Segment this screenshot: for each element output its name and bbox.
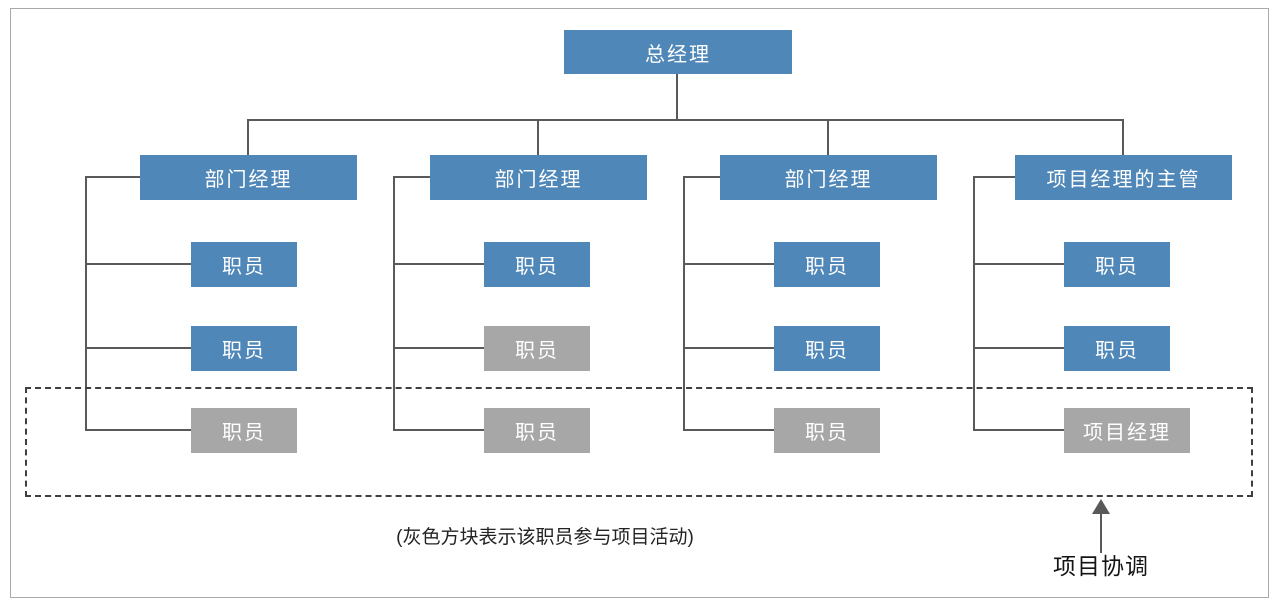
connector-staff-stub <box>683 347 774 349</box>
connector-staff-stub <box>683 429 774 431</box>
node-dept-manager-2: 部门经理 <box>430 155 647 200</box>
connector-staff-stub <box>973 263 1064 265</box>
node-staff-project: 职员 <box>191 408 297 453</box>
connector-drop-col4 <box>1122 119 1124 157</box>
connector-mgr-stub-col3 <box>683 176 720 178</box>
connector-staff-stub <box>973 429 1064 431</box>
connector-staff-stub <box>393 347 484 349</box>
up-arrow-shaft <box>1100 512 1102 553</box>
connector-trunk-col3 <box>683 176 685 431</box>
node-staff: 职员 <box>774 326 880 371</box>
node-staff: 职员 <box>484 242 590 287</box>
legend-caption: (灰色方块表示该职员参与项目活动) <box>396 527 694 548</box>
node-dept-manager-1: 部门经理 <box>140 155 357 200</box>
connector-staff-stub <box>393 429 484 431</box>
connector-staff-stub <box>85 263 191 265</box>
node-staff: 职员 <box>1064 242 1170 287</box>
connector-drop-col3 <box>827 119 829 157</box>
node-project-manager: 项目经理 <box>1064 408 1190 453</box>
node-staff-project: 职员 <box>484 326 590 371</box>
connector-staff-stub <box>683 263 774 265</box>
connector-mgr-stub-col2 <box>393 176 430 178</box>
node-staff-project: 职员 <box>774 408 880 453</box>
connector-mgr-stub-col4 <box>973 176 1015 178</box>
connector-root-vertical <box>676 74 678 120</box>
connector-staff-stub <box>85 347 191 349</box>
up-arrow-icon <box>1092 499 1110 514</box>
connector-trunk-col4 <box>973 176 975 431</box>
outer-frame <box>10 8 1269 598</box>
node-staff: 职员 <box>774 242 880 287</box>
node-general-manager: 总经理 <box>564 30 792 74</box>
connector-drop-col2 <box>537 119 539 157</box>
coordination-label: 项目协调 <box>1053 553 1149 579</box>
node-staff: 职员 <box>1064 326 1170 371</box>
connector-drop-col1 <box>247 119 249 157</box>
node-staff: 职员 <box>191 242 297 287</box>
connector-trunk-col1 <box>85 176 87 431</box>
node-staff-project: 职员 <box>484 408 590 453</box>
node-pm-supervisor: 项目经理的主管 <box>1015 155 1232 200</box>
project-activity-dashed-region <box>25 387 1253 497</box>
node-dept-manager-3: 部门经理 <box>720 155 937 200</box>
connector-mgr-stub-col1 <box>85 176 140 178</box>
node-staff: 职员 <box>191 326 297 371</box>
connector-trunk-col2 <box>393 176 395 431</box>
connector-distribution-horizontal <box>247 119 1124 121</box>
connector-staff-stub <box>973 347 1064 349</box>
connector-staff-stub <box>85 429 191 431</box>
connector-staff-stub <box>393 263 484 265</box>
